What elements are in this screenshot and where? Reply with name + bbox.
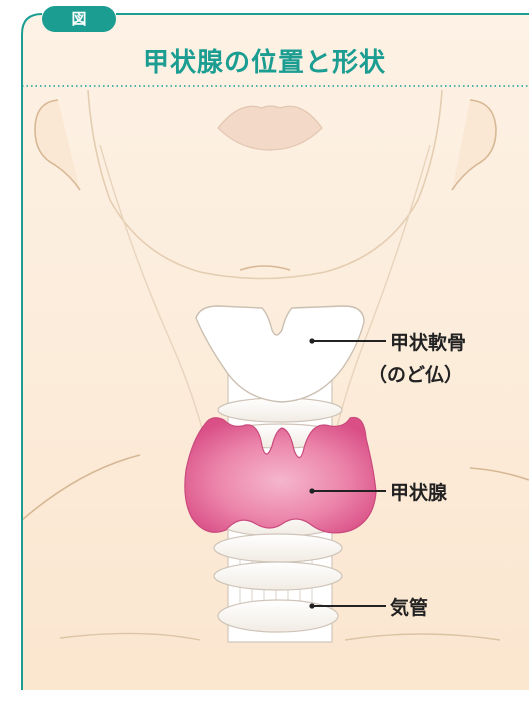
figure-tab: 図 [42,6,116,32]
label-thyroid-gland: 甲状腺 [390,478,447,505]
trachea-ring [214,534,342,562]
trachea-ring [218,600,338,632]
leader-dot-trachea [309,603,314,608]
trachea-ring [214,562,342,590]
leader-dot-thyroid [309,488,314,493]
label-thyroid-cartilage: 甲状軟骨 [390,328,466,355]
figure-title: 甲状腺の位置と形状 [0,42,529,79]
label-adams-apple: （のど仏） [368,360,463,387]
leader-dot-cartilage [309,338,314,343]
label-trachea: 気管 [390,593,428,620]
thyroid-gland [185,417,376,532]
